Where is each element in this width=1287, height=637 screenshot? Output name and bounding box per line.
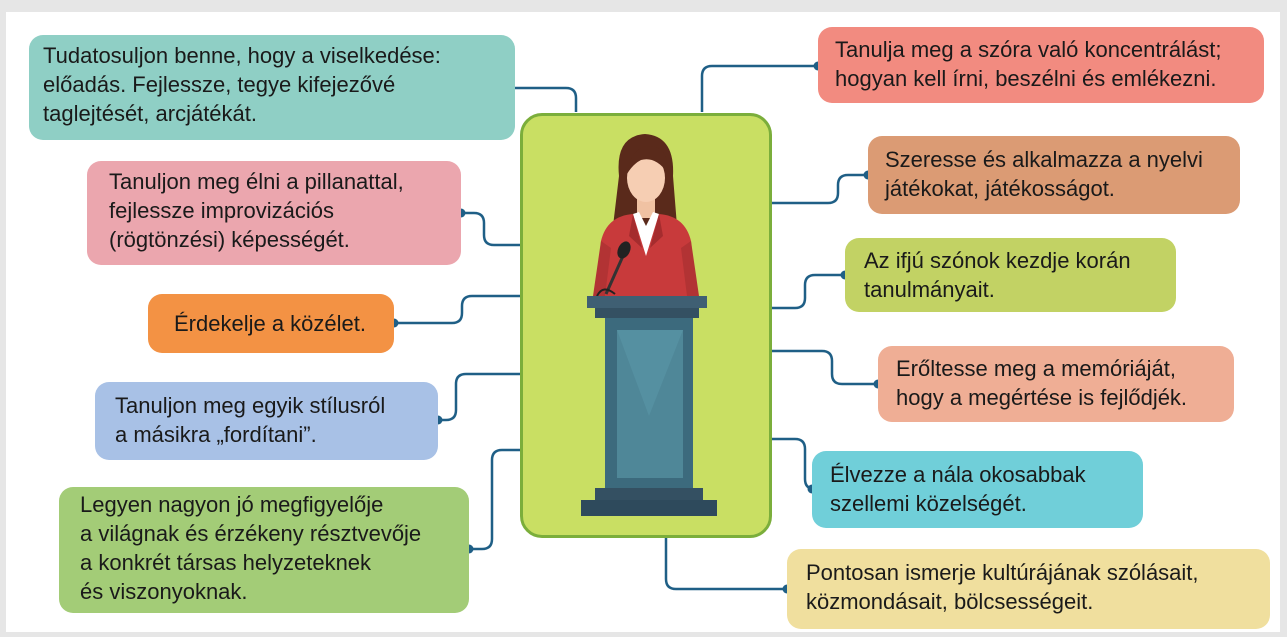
connector-right-1	[700, 64, 818, 112]
connector-left-2	[461, 211, 520, 247]
connector-right-6	[664, 538, 787, 591]
connector-left-5	[469, 448, 520, 551]
connector-left-1	[500, 86, 578, 112]
connector-right-2	[772, 173, 868, 205]
tip-card-right-6: Pontosan ismerje kultúrájának szólásait,…	[787, 549, 1270, 629]
connector-right-5	[772, 437, 817, 491]
tip-card-left-2: Tanuljon meg élni a pillanattal, fejless…	[87, 161, 461, 265]
speaker-at-podium-icon	[581, 134, 717, 516]
connector-left-3	[394, 294, 520, 325]
tip-card-left-3: Érdekelje a közélet.	[148, 294, 394, 353]
tip-card-right-5: Élvezze a nála okosabbak szellemi közels…	[812, 451, 1143, 528]
tip-card-right-1: Tanulja meg a szóra való koncentrálást; …	[818, 27, 1264, 103]
connector-right-3	[772, 273, 845, 310]
tip-card-left-4: Tanuljon meg egyik stílusról a másikra „…	[95, 382, 438, 460]
center-speaker-panel	[520, 113, 772, 538]
tip-card-right-2: Szeresse és alkalmazza a nyelvi játékoka…	[868, 136, 1240, 214]
tip-card-left-5: Legyen nagyon jó megfigyelője a világnak…	[59, 487, 469, 613]
tip-card-left-1: Tudatosuljon benne, hogy a viselkedése: …	[29, 35, 515, 140]
tip-card-right-3: Az ifjú szónok kezdje korán tanulmányait…	[845, 238, 1176, 312]
tip-card-right-4: Erőltesse meg a memóriáját, hogy a megér…	[878, 346, 1234, 422]
connector-right-4	[772, 349, 878, 386]
connector-left-4	[438, 372, 520, 422]
